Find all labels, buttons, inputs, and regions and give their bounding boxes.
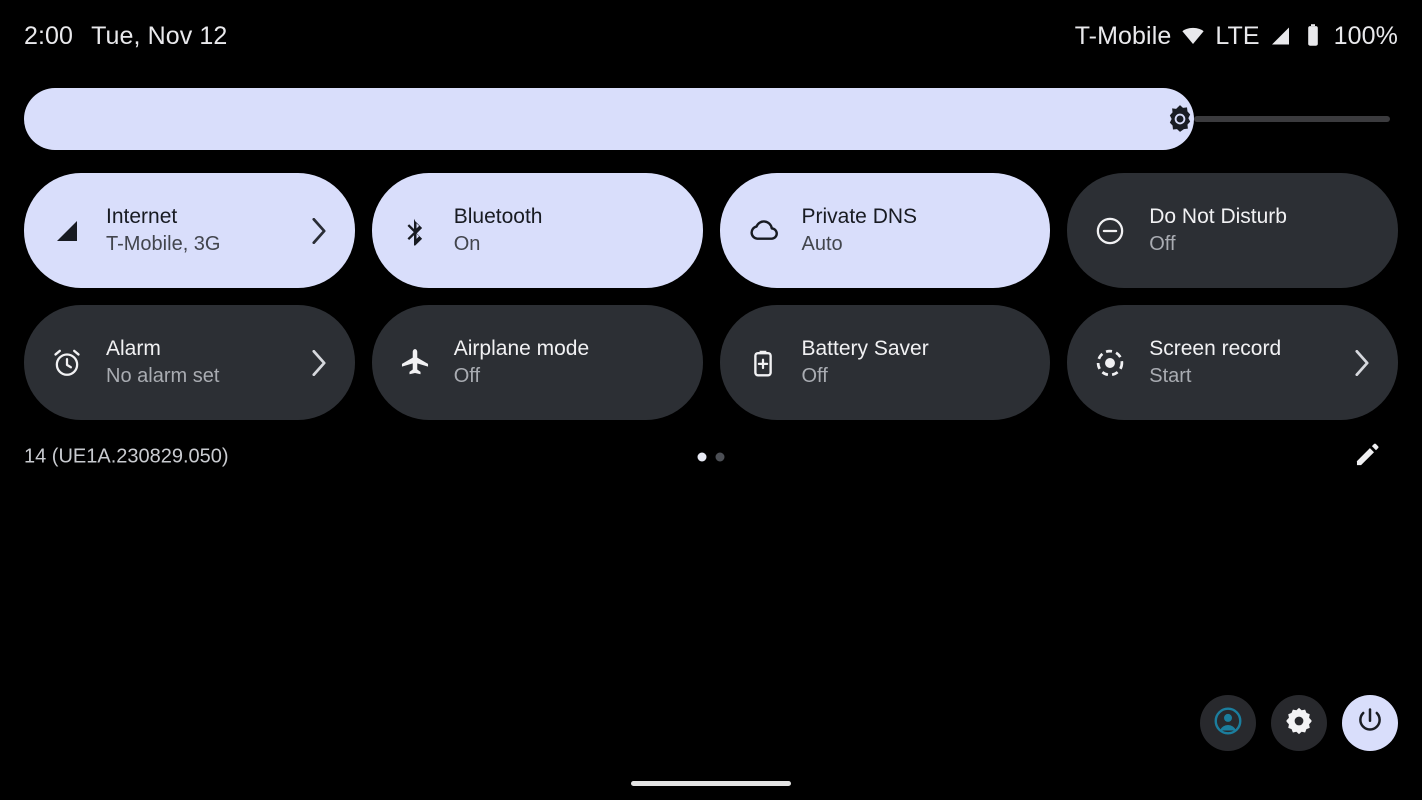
brightness-sun-icon	[1163, 102, 1197, 136]
quick-settings-tiles: Internet T-Mobile, 3G Bluetooth On Priva…	[24, 173, 1398, 420]
quick-settings-footer: 14 (UE1A.230829.050)	[24, 438, 1398, 476]
qs-tile-screen-record[interactable]: Screen record Start	[1067, 305, 1398, 420]
status-date: Tue, Nov 12	[91, 21, 228, 50]
qs-tile-subtitle: Start	[1149, 365, 1192, 387]
screen-record-icon	[1091, 344, 1129, 382]
qs-tile-text: Bluetooth On	[454, 204, 677, 257]
battery-saver-icon	[744, 344, 782, 382]
qs-tile-subtitle: Auto	[801, 233, 843, 255]
qs-tile-do-not-disturb[interactable]: Do Not Disturb Off	[1067, 173, 1398, 288]
user-avatar-icon	[1212, 705, 1244, 742]
wifi-icon	[1180, 23, 1206, 49]
power-icon	[1355, 706, 1385, 741]
qs-tile-subtitle: On	[453, 233, 481, 255]
brightness-row	[24, 88, 1398, 150]
battery-full-icon	[1302, 23, 1324, 49]
bluetooth-icon	[396, 212, 434, 250]
qs-tile-text: Do Not Disturb Off	[1149, 204, 1372, 257]
qs-tile-title: Bluetooth	[453, 205, 543, 228]
page-dot-2[interactable]	[715, 452, 725, 462]
qs-tile-subtitle: Off	[453, 365, 481, 387]
power-button[interactable]	[1342, 695, 1398, 751]
chevron-right-icon[interactable]	[309, 347, 329, 379]
status-bar: 2:00 Tue, Nov 12 T-Mobile LTE 100%	[0, 0, 1422, 72]
footer-action-buttons	[1200, 695, 1398, 751]
build-number-label: 14 (UE1A.230829.050)	[24, 445, 229, 468]
cell-signal-icon	[48, 212, 86, 250]
status-battery-percent: 100%	[1333, 21, 1398, 50]
qs-tile-title: Battery Saver	[801, 337, 929, 360]
chevron-right-icon[interactable]	[309, 215, 329, 247]
page-indicator	[697, 452, 725, 462]
edit-tiles-button[interactable]	[1350, 440, 1384, 474]
alarm-clock-icon	[48, 344, 86, 382]
qs-tile-bluetooth[interactable]: Bluetooth On	[371, 173, 703, 288]
user-switcher-button[interactable]	[1200, 695, 1256, 751]
qs-tile-text: Alarm No alarm set	[106, 336, 301, 389]
brightness-fill	[24, 88, 1194, 150]
qs-tile-title: Airplane mode	[453, 337, 590, 360]
cloud-icon	[744, 212, 782, 250]
qs-tile-battery-saver[interactable]: Battery Saver Off	[719, 305, 1051, 420]
qs-tile-subtitle: Off	[801, 365, 828, 387]
status-bar-right: T-Mobile LTE 100%	[1075, 22, 1398, 51]
navigation-bar	[0, 766, 1422, 800]
qs-tile-airplane-mode[interactable]: Airplane mode Off	[371, 305, 703, 420]
pencil-edit-icon	[1353, 441, 1381, 474]
status-network-type: LTE	[1215, 21, 1260, 50]
brightness-track	[1194, 116, 1390, 122]
qs-tile-title: Internet	[106, 205, 178, 228]
qs-tile-subtitle: Off	[1149, 233, 1176, 255]
qs-tile-private-dns[interactable]: Private DNS Auto	[719, 173, 1051, 288]
settings-button[interactable]	[1271, 695, 1327, 751]
airplane-icon	[396, 344, 434, 382]
qs-tile-internet[interactable]: Internet T-Mobile, 3G	[24, 173, 355, 288]
gear-icon	[1284, 706, 1314, 741]
qs-tile-alarm[interactable]: Alarm No alarm set	[24, 305, 355, 420]
qs-tile-title: Private DNS	[801, 205, 918, 228]
brightness-slider[interactable]	[24, 88, 1398, 150]
page-dot-1[interactable]	[697, 452, 707, 462]
cell-signal-icon	[1269, 24, 1293, 48]
qs-tile-text: Screen record Start	[1149, 336, 1344, 389]
chevron-right-icon[interactable]	[1352, 347, 1372, 379]
home-gesture-handle[interactable]	[631, 780, 791, 786]
status-time: 2:00	[24, 21, 74, 50]
qs-tile-text: Airplane mode Off	[454, 336, 677, 389]
qs-tile-text: Private DNS Auto	[802, 204, 1025, 257]
qs-tile-subtitle: No alarm set	[106, 365, 220, 387]
qs-tile-text: Battery Saver Off	[802, 336, 1025, 389]
qs-tile-title: Alarm	[106, 337, 161, 360]
status-bar-left: 2:00 Tue, Nov 12	[24, 22, 227, 51]
do-not-disturb-icon	[1091, 212, 1129, 250]
qs-tile-text: Internet T-Mobile, 3G	[106, 204, 301, 257]
qs-tile-title: Do Not Disturb	[1149, 205, 1287, 228]
qs-tile-subtitle: T-Mobile, 3G	[106, 233, 221, 255]
status-carrier: T-Mobile	[1074, 21, 1172, 50]
qs-tile-title: Screen record	[1149, 337, 1282, 360]
